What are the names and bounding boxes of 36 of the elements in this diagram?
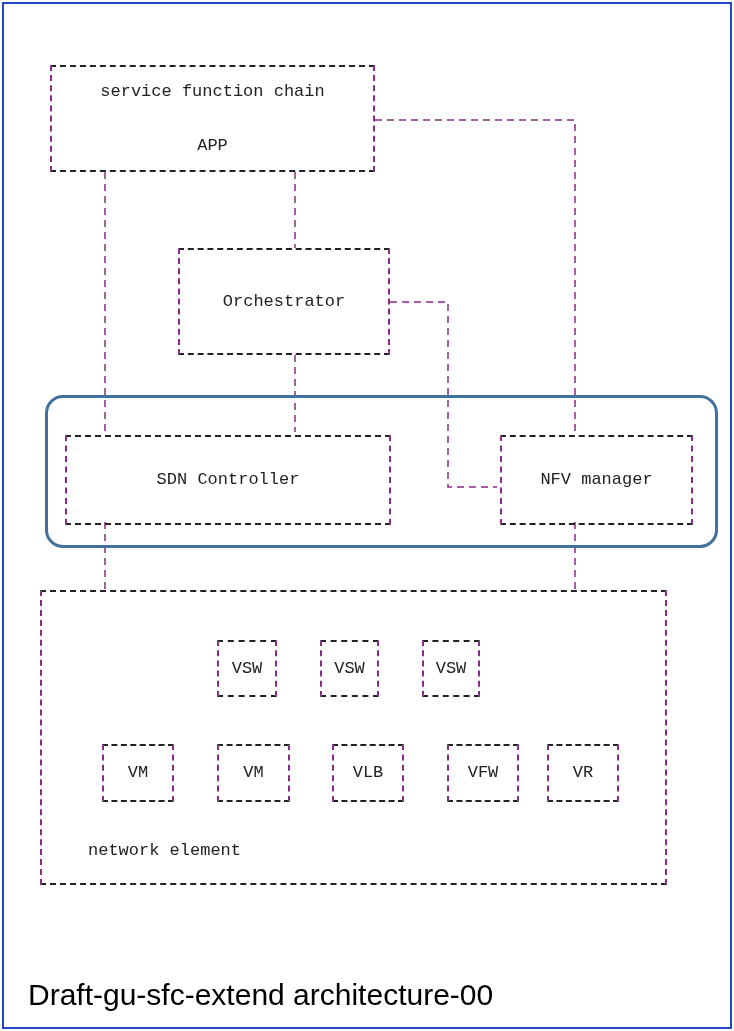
caption: Draft-gu-sfc-extend architecture-00 [28, 977, 494, 1013]
node-label: VFW [467, 762, 499, 784]
node-label: VM [243, 762, 264, 784]
node-label: VM [127, 762, 149, 784]
controller-box [65, 435, 391, 525]
node-label: network element [88, 839, 242, 861]
vm-box [102, 744, 174, 802]
vfw-box [447, 744, 519, 802]
dashed-connector [389, 301, 498, 488]
node-label: VSW [231, 657, 263, 680]
node-label: NFV manager [540, 469, 653, 491]
node-label: service function chain [100, 81, 325, 103]
dashed-connector [104, 171, 106, 433]
node-label: Orchestrator [222, 290, 346, 313]
rounded-group-box [45, 395, 718, 548]
vlb-box [332, 744, 404, 802]
dashed-connector [294, 354, 296, 433]
node-label: VSW [435, 657, 467, 680]
vsw-box [217, 640, 277, 697]
dashed-connector [374, 119, 576, 433]
app-box [50, 65, 375, 172]
node-label: VSW [334, 657, 365, 680]
orchestrator-box [178, 248, 390, 355]
dashed-connector [574, 521, 576, 591]
network-element-box [40, 590, 667, 885]
node-label: APP [197, 134, 228, 156]
vsw-box [422, 640, 480, 697]
vm-box [217, 744, 290, 802]
node-label: SDN Controller [156, 469, 300, 491]
vr-box [547, 744, 619, 802]
dashed-connector [294, 171, 296, 249]
node-label: VLB [352, 762, 384, 784]
node-label: VR [572, 762, 594, 784]
vsw-box [320, 640, 379, 697]
manager-box [500, 435, 693, 525]
dashed-connector [104, 521, 106, 591]
